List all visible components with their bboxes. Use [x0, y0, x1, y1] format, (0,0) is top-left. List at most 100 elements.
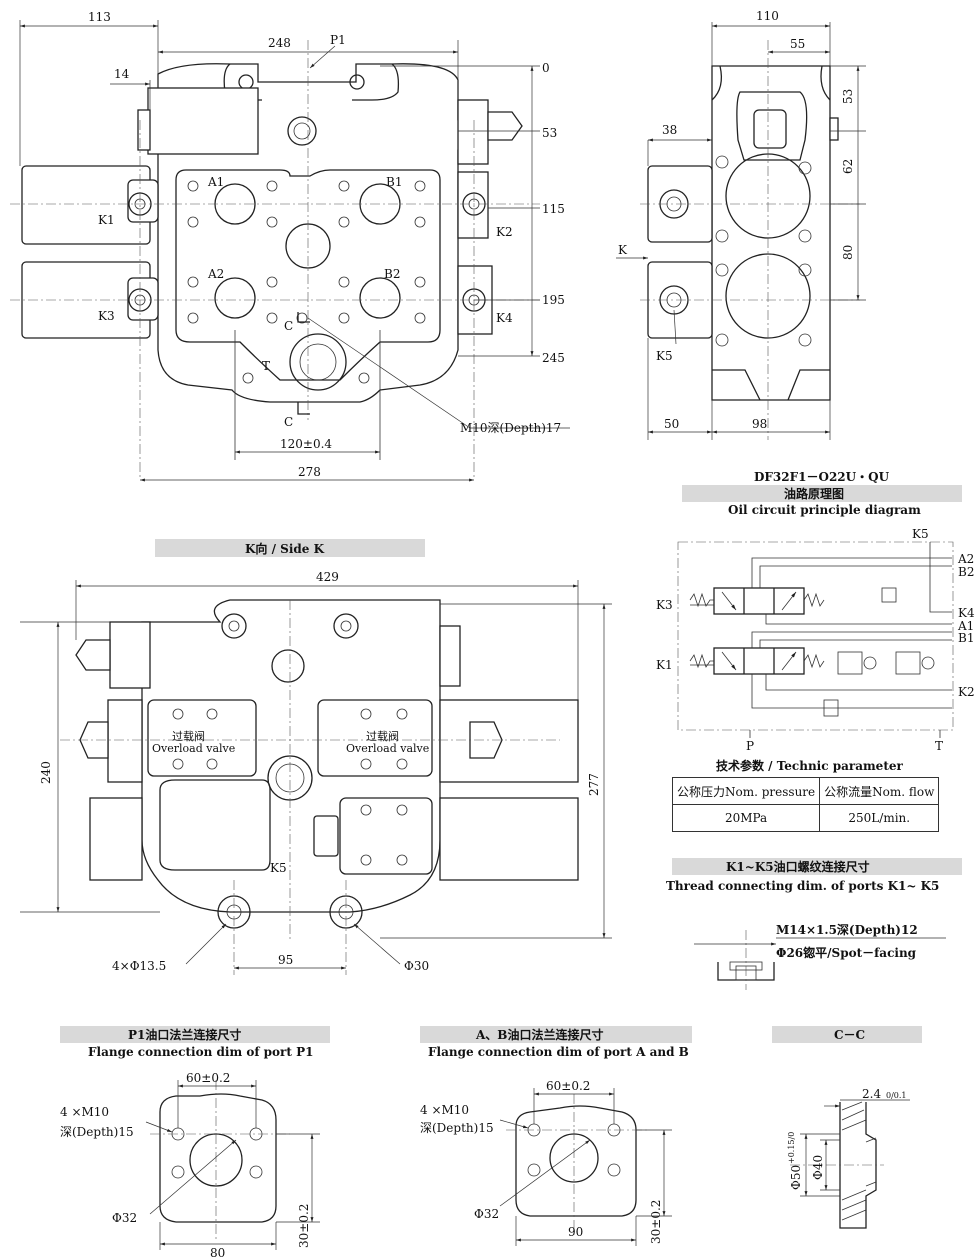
- k-side-view: K向 / Side K 过载阀 Overload valve: [20, 539, 612, 975]
- model-number: DF32F1－O22U・QU: [754, 470, 890, 484]
- flange-p1-holes-a: 4 ×M10: [60, 1105, 109, 1119]
- technic-parameter-table: 公称压力Nom. pressure 公称流量Nom. flow 20MPa 25…: [671, 777, 940, 832]
- dim-195: 195: [542, 293, 565, 307]
- port-a2-circuit: A2: [957, 552, 974, 566]
- port-k1-circuit: K1: [656, 658, 673, 672]
- flange-p1-title-cn: P1油口法兰连接尺寸: [128, 1027, 241, 1042]
- dim-0: 0: [542, 61, 550, 75]
- port-b2: B2: [384, 267, 400, 281]
- port-b2-circuit: B2: [958, 565, 974, 579]
- overload-cn-right: 过载阀: [366, 729, 399, 743]
- flange-p1-title-en: Flange connection dim of port P1: [88, 1045, 313, 1059]
- port-k4: K4: [496, 311, 513, 325]
- port-k4-circuit: K4: [958, 606, 975, 620]
- value-pressure: 20MPa: [671, 804, 821, 832]
- flange-ab-dim-90: 90: [568, 1225, 583, 1239]
- technic-title: 技术参数 / Technic parameter: [716, 758, 903, 773]
- dim-98: 98: [752, 417, 767, 431]
- section-c-bottom: C: [284, 415, 293, 429]
- dim-55: 55: [790, 37, 805, 51]
- flange-ab: A、B油口法兰连接尺寸 Flange connection dim of por…: [420, 1026, 692, 1246]
- label-k5-side: K5: [270, 861, 287, 875]
- front-view: 113 248 P1 14 0 53 115 195 245 A1 B1 A2 …: [10, 10, 570, 482]
- dim-113: 113: [88, 10, 111, 24]
- port-k1: K1: [98, 213, 115, 227]
- port-k2-circuit: K2: [958, 685, 975, 699]
- flange-p1: P1油口法兰连接尺寸 Flange connection dim of port…: [60, 1026, 330, 1260]
- dim-429: 429: [316, 570, 339, 584]
- dim-53-side: 53: [841, 89, 855, 104]
- flange-ab-holes-b: 深(Depth)15: [420, 1121, 494, 1135]
- section-cc-dim-2.4-tol: 0/0.1: [886, 1091, 907, 1100]
- section-cc-dim-phi50: Φ50: [789, 1165, 803, 1190]
- dim-120: 120±0.4: [280, 437, 332, 451]
- overload-cn-left: 过载阀: [172, 729, 205, 743]
- circuit-title-en: Oil circuit principle diagram: [728, 503, 921, 517]
- port-p-circuit: P: [746, 739, 754, 753]
- thread-spec-2: Φ26锪平/Spot－facing: [776, 945, 917, 960]
- dim-53: 53: [542, 126, 557, 140]
- thread-title-en: Thread connecting dim. of ports K1~ K5: [666, 879, 939, 893]
- dim-115: 115: [542, 202, 565, 216]
- overload-en-right: Overload valve: [346, 742, 429, 755]
- port-t-circuit: T: [935, 739, 943, 753]
- callout-m10: M10深(Depth)17: [460, 421, 561, 435]
- flange-p1-holes-b: 深(Depth)15: [60, 1125, 134, 1139]
- flange-p1-dim-30: 30±0.2: [297, 1204, 311, 1248]
- port-k5-circuit: K5: [912, 527, 929, 541]
- overload-en-left: Overload valve: [152, 742, 235, 755]
- flange-ab-title-cn: A、B油口法兰连接尺寸: [475, 1027, 603, 1042]
- thread-section: K1~K5油口螺纹连接尺寸 Thread connecting dim. of …: [666, 858, 962, 990]
- flange-p1-dim-80: 80: [210, 1246, 225, 1260]
- section-cc-dim-phi50-tol: +0.15/0: [787, 1132, 796, 1164]
- port-k2: K2: [496, 225, 513, 239]
- circuit-title-cn: 油路原理图: [784, 486, 844, 501]
- port-a1-circuit: A1: [957, 619, 974, 633]
- dim-110: 110: [756, 9, 779, 23]
- dim-240: 240: [39, 761, 53, 784]
- side-view-right: 110 55 38 53 62 80 K K5 50 98: [616, 9, 866, 440]
- port-a2: A2: [207, 267, 224, 281]
- dim-62: 62: [841, 159, 855, 174]
- port-a1: A1: [207, 175, 224, 189]
- thread-title-cn: K1~K5油口螺纹连接尺寸: [726, 859, 870, 874]
- label-k: K: [618, 243, 628, 257]
- dim-278: 278: [298, 465, 321, 479]
- dim-95: 95: [278, 953, 293, 967]
- dim-277: 277: [587, 773, 601, 796]
- dim-50: 50: [664, 417, 679, 431]
- dim-14: 14: [114, 67, 130, 81]
- flange-p1-bore: Φ32: [112, 1211, 137, 1225]
- port-k3-circuit: K3: [656, 598, 673, 612]
- section-cc-dim-2.4: 2.4: [862, 1087, 881, 1101]
- thread-spec-1: M14×1.5深(Depth)12: [776, 922, 918, 937]
- callout-phi30: Φ30: [404, 959, 429, 973]
- port-b1: B1: [386, 175, 402, 189]
- flange-ab-dim-30: 30±0.2: [649, 1200, 663, 1244]
- dim-245: 245: [542, 351, 565, 365]
- side-k-title: K向 / Side K: [245, 541, 325, 556]
- flange-ab-dim-60: 60±0.2: [546, 1079, 590, 1093]
- section-cc-title: C－C: [834, 1028, 865, 1042]
- label-p1: P1: [330, 33, 346, 47]
- value-flow: 250L/min.: [819, 804, 940, 832]
- port-b1-circuit: B1: [958, 631, 974, 645]
- oil-circuit-diagram: DF32F1－O22U・QU 油路原理图 Oil circuit princip…: [656, 470, 975, 753]
- section-c-top: C: [284, 319, 293, 333]
- flange-ab-holes-a: 4 ×M10: [420, 1103, 469, 1117]
- flange-p1-dim-60: 60±0.2: [186, 1071, 230, 1085]
- port-k3: K3: [98, 309, 115, 323]
- section-cc-dim-phi40: Φ40: [811, 1155, 825, 1180]
- dim-80: 80: [841, 245, 855, 260]
- header-nom-flow: 公称流量Nom. flow: [819, 777, 940, 805]
- callout-4xphi13: 4×Φ13.5: [112, 959, 166, 973]
- dim-248: 248: [268, 36, 291, 50]
- flange-ab-bore: Φ32: [474, 1207, 499, 1221]
- dim-38: 38: [662, 123, 677, 137]
- flange-ab-title-en: Flange connection dim of port A and B: [428, 1045, 689, 1059]
- header-nom-pressure: 公称压力Nom. pressure: [671, 777, 821, 805]
- port-t: T: [262, 359, 270, 373]
- section-cc: C－C 2.4 0/0.1 Φ50 +0.15/0 Φ40: [772, 1026, 922, 1229]
- label-k5: K5: [656, 349, 673, 363]
